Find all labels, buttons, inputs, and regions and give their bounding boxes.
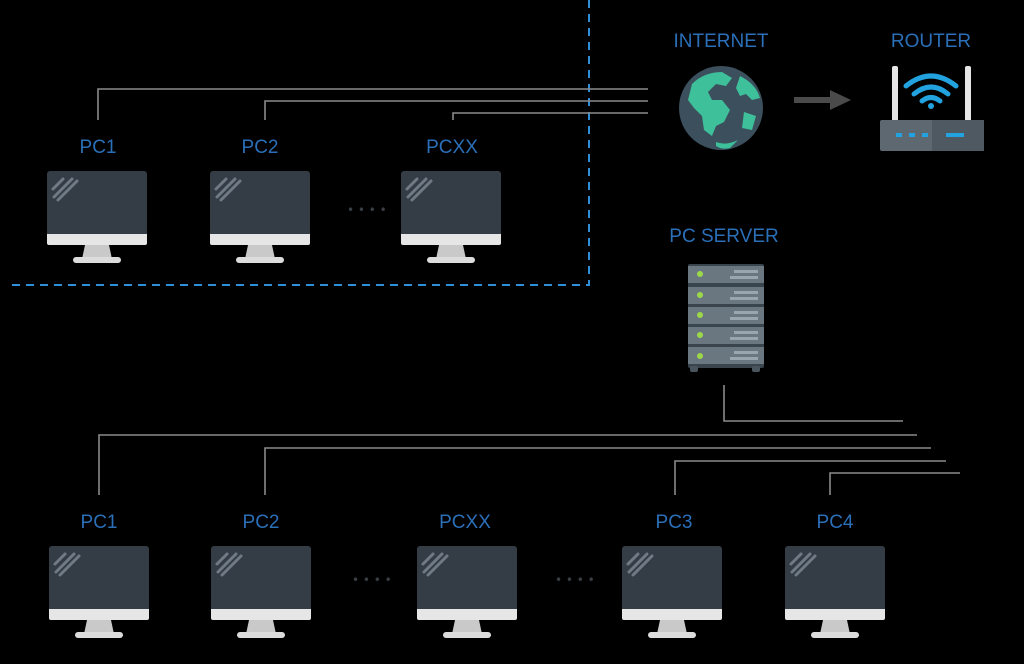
pc-label: PC2 [242,137,279,158]
router-node: ROUTER [880,31,984,151]
bottom-pc3: PC3 [622,512,722,640]
wire-bottom-pc4 [829,472,960,495]
monitor-icon [417,546,517,640]
router-label: ROUTER [891,31,971,52]
top-wires [97,88,648,120]
monitor-icon [401,171,501,265]
ellipsis-separator: • • • • [347,203,387,217]
monitor-icon [622,546,722,640]
wire-top-pcxx [452,112,648,120]
pc-label: PC2 [243,512,280,533]
server-icon [688,264,764,372]
wire-top-pc1 [97,88,648,120]
pc-label: PCXX [439,512,491,533]
bottom-pcxx: PCXX [417,512,517,640]
wire-bottom-pc3 [674,460,946,495]
top-pcxx: PCXX [401,137,501,265]
bottom-pc4: PC4 [785,512,885,640]
ellipsis-separator: • • • • [555,573,595,587]
router-icon [880,66,984,151]
monitor-icon [785,546,885,640]
wire-server [723,385,903,422]
wire-top-pc2 [264,100,648,120]
ellipsis-separator: • • • • [352,573,392,587]
monitor-icon [211,546,311,640]
internet-label: INTERNET [674,31,769,52]
monitor-icon [47,171,147,265]
pc-label: PCXX [426,137,478,158]
pc-label: PC1 [80,137,117,158]
pc-label: PC1 [81,512,118,533]
internet-node: INTERNET [674,31,769,150]
arrow-right-icon [794,90,851,110]
monitor-icon [210,171,310,265]
globe-icon [679,66,763,150]
wire-bottom-pc1 [98,434,917,495]
bottom-wires [98,385,960,495]
bottom-pc1: PC1 [49,512,149,640]
wire-bottom-pc2 [264,447,931,495]
pc-label: PC4 [817,512,854,533]
network-boundary-dashed [8,0,590,286]
top-pc2: PC2 [210,137,310,265]
server-label: PC SERVER [669,226,778,247]
server-node: PC SERVER [669,226,779,372]
pc-label: PC3 [656,512,693,533]
top-pc1: PC1 [47,137,147,265]
monitor-icon [49,546,149,640]
bottom-pc2: PC2 [211,512,311,640]
